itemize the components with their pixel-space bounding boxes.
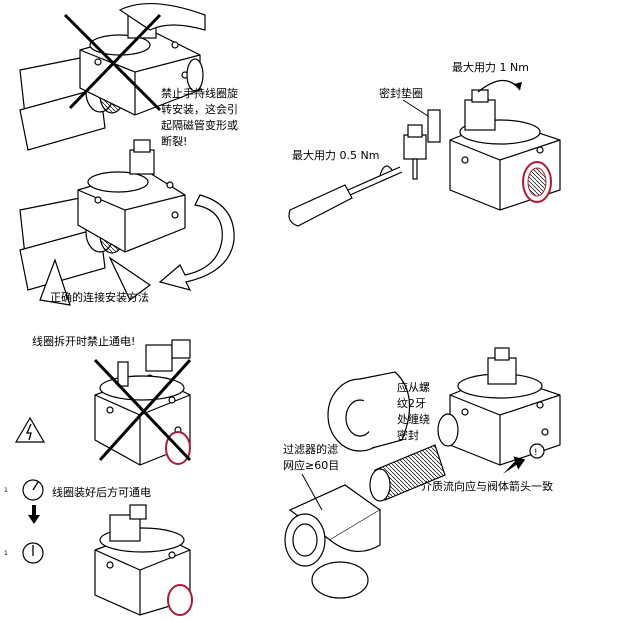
svg-text:!: ! — [534, 448, 538, 458]
forbidden-cross-1 — [63, 13, 162, 112]
filter-instruction: 过滤器的滤 网应≥60目 — [283, 442, 373, 474]
gasket-label: 密封垫圈 — [379, 87, 423, 100]
max-torque-coil-label: 最大用力 1 Nm — [452, 61, 529, 74]
flow-arrow-icon — [502, 456, 526, 475]
sealing-tape — [327, 371, 411, 452]
tape-instruction: 应从螺 纹2牙 处缠绕 密封 — [397, 380, 457, 444]
gasket — [427, 109, 441, 143]
coil-ready-caption: 线圈装好后方可通电 — [52, 486, 151, 499]
filter-line-2: 网应≥60目 — [283, 459, 340, 472]
filter-line-1: 过滤器的滤 — [283, 443, 338, 456]
info-icon — [529, 443, 545, 459]
tape-line-1: 应从螺 — [397, 381, 430, 394]
forbidden-cross-2 — [93, 358, 192, 462]
warning-line-4: 断裂! — [161, 135, 188, 148]
warning-line-2: 转安装，这会引 — [161, 103, 238, 116]
max-torque-screwdriver-label: 最大用力 0.5 Nm — [292, 149, 380, 162]
valve-coil-on — [94, 504, 191, 616]
flow-direction-caption: 介质流向应与阀体箭头一致 — [421, 480, 553, 493]
tape-line-4: 密封 — [397, 429, 419, 442]
filter-fitting — [284, 484, 382, 599]
correct-install-caption: 正确的连接安装方法 — [50, 291, 149, 304]
valve-flow — [437, 347, 561, 466]
warning-line-3: 起隔磁管变形或 — [161, 119, 238, 132]
threaded-pipe — [369, 444, 446, 502]
connector-screw — [403, 124, 427, 180]
coil-disconnect-warning: 线圈拆开时禁止通电! — [32, 335, 136, 348]
down-arrow-icon — [32, 505, 36, 517]
valve-wrong-install — [19, 3, 206, 151]
valve-correct-install — [19, 139, 186, 306]
small-mark-1: 1 — [4, 487, 8, 494]
rotation-arrow — [158, 194, 235, 291]
small-mark-2: 1 — [4, 550, 8, 557]
warning-line-1: 禁止手持线圈旋 — [161, 87, 238, 100]
wrong-install-warning: 禁止手持线圈旋 转安装，这会引 起隔磁管变形或 断裂! — [161, 86, 281, 150]
tape-line-3: 处缠绕 — [397, 413, 430, 426]
screwdriver — [288, 165, 403, 227]
tape-line-2: 纹2牙 — [397, 397, 426, 410]
electric-warning-icon — [14, 416, 46, 443]
